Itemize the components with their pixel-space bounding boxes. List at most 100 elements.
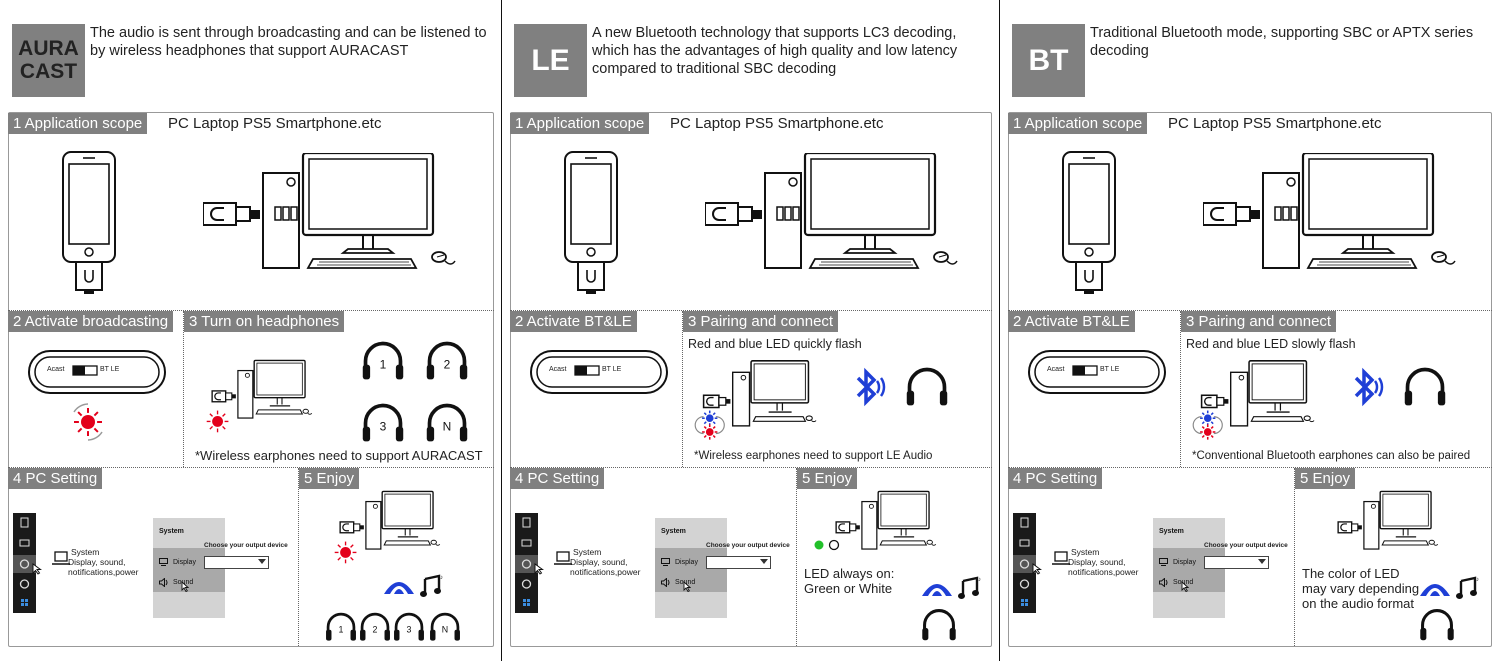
pc-with-red-blue-led-illustration bbox=[686, 357, 836, 450]
scope-text: PC Laptop PS5 Smartphone.etc bbox=[168, 115, 382, 132]
system-description: Display, sound, notifications,power bbox=[68, 557, 139, 577]
cursor-icon bbox=[534, 563, 544, 575]
badge-line: CAST bbox=[19, 59, 78, 83]
step2-header: 2 Activate BT&LE bbox=[510, 311, 637, 332]
svg-text:N: N bbox=[442, 624, 448, 634]
headphone-2: 2 bbox=[424, 338, 470, 389]
desktop-pc-with-dongle-icon bbox=[704, 151, 958, 269]
pc-illustration bbox=[704, 151, 965, 283]
section-divider bbox=[8, 467, 494, 468]
system-label: System bbox=[573, 547, 602, 557]
step5-header: 5 Enjoy bbox=[797, 468, 858, 489]
scope-header: 1 Application scope bbox=[510, 113, 650, 134]
display-item[interactable]: Display bbox=[1173, 559, 1196, 566]
small-pc-with-dongle-icon bbox=[1337, 490, 1439, 550]
small-pc-with-dongle-icon bbox=[694, 360, 817, 440]
section-divider-vertical bbox=[183, 311, 184, 467]
headphone-icon-step5 bbox=[1418, 606, 1456, 649]
laptop-icon bbox=[1052, 551, 1070, 565]
output-device-dropdown[interactable] bbox=[1204, 556, 1269, 569]
mode-switch-device[interactable]: Acast BT LE bbox=[1028, 350, 1166, 394]
music-note-icon: ♪ bbox=[420, 574, 443, 597]
chevron-down-icon bbox=[760, 559, 768, 564]
mode-description: A new Bluetooth technology that supports… bbox=[592, 25, 958, 77]
headphone-icon: 1 bbox=[326, 612, 356, 641]
step3-led-text: Red and blue LED quickly flash bbox=[688, 337, 862, 351]
headphone-1: 1 bbox=[360, 338, 406, 389]
system-label: System bbox=[71, 547, 100, 557]
choose-output-label: Choose your output device bbox=[706, 542, 790, 549]
pointer-cursor-icon bbox=[181, 581, 189, 592]
choose-output-label: Choose your output device bbox=[1204, 542, 1288, 549]
section-divider bbox=[8, 310, 494, 311]
svg-text:N: N bbox=[443, 419, 452, 433]
music-note: ♪ bbox=[958, 575, 982, 606]
section-divider bbox=[510, 467, 992, 468]
instruction-panel bbox=[1008, 112, 1492, 647]
pointer-cursor-icon bbox=[683, 581, 691, 592]
desktop-pc-with-dongle-icon bbox=[202, 151, 456, 269]
mode-switch-device[interactable]: Acast BT LE bbox=[28, 350, 166, 394]
speaker-icon bbox=[1159, 578, 1168, 587]
sound-wave-icon bbox=[384, 582, 414, 594]
output-device-dropdown[interactable] bbox=[204, 556, 269, 569]
small-pc-with-dongle-icon bbox=[1192, 360, 1315, 440]
headphone-3: 3 bbox=[360, 400, 406, 451]
cursor-icon bbox=[1032, 563, 1042, 575]
mode-switch-device[interactable]: Acast BT LE bbox=[530, 350, 668, 394]
output-device-dropdown[interactable] bbox=[706, 556, 771, 569]
headphone-icon: 3 bbox=[394, 612, 424, 641]
section-divider bbox=[510, 310, 992, 311]
display-item[interactable]: Display bbox=[675, 559, 698, 566]
music-note-icon: ♪ bbox=[1456, 576, 1479, 599]
step4-header: 4 PC Setting bbox=[510, 468, 605, 489]
speaker-icon bbox=[661, 578, 670, 587]
scope-text: PC Laptop PS5 Smartphone.etc bbox=[1168, 115, 1382, 132]
switch-label-acast: Acast bbox=[549, 366, 567, 373]
svg-text:3: 3 bbox=[380, 419, 387, 433]
step5-text: LED always on: Green or White bbox=[804, 566, 895, 596]
cursor-icon bbox=[32, 563, 42, 575]
small-pc-with-dongle-icon bbox=[334, 490, 441, 564]
switch-label-bt-le: BT LE bbox=[602, 366, 622, 373]
desktop-pc-with-dongle-icon bbox=[1202, 151, 1456, 269]
sound-wave-icon bbox=[922, 584, 952, 596]
badge-line: LE bbox=[531, 43, 570, 77]
system-panel-title: System bbox=[1159, 528, 1184, 535]
headphone-3: 3 bbox=[392, 610, 426, 649]
section-divider-vertical bbox=[1294, 468, 1295, 646]
windows-start-menu bbox=[515, 513, 538, 613]
bluetooth-icon bbox=[856, 367, 886, 407]
headphone-icon-step5 bbox=[920, 606, 958, 649]
switch-label-acast: Acast bbox=[47, 366, 65, 373]
headphone-icon: N bbox=[426, 403, 468, 442]
badge-line: BT bbox=[1028, 43, 1069, 77]
enjoy-pc-illustration bbox=[1314, 488, 1464, 571]
sound-wave bbox=[920, 576, 954, 603]
step5-header: 5 Enjoy bbox=[1295, 468, 1356, 489]
mode-column-2: BT Traditional Bluetooth mode, supportin… bbox=[1000, 0, 1500, 661]
laptop-icon bbox=[52, 551, 70, 565]
pc-with-red-led-illustration bbox=[188, 357, 338, 440]
led-status-icon bbox=[814, 539, 840, 551]
bluetooth-icon bbox=[1354, 367, 1384, 407]
pc-with-red-blue-led-illustration bbox=[1184, 357, 1334, 450]
mode-badge: LE bbox=[514, 24, 587, 97]
svg-text:2: 2 bbox=[444, 357, 451, 371]
display-icon bbox=[159, 558, 168, 566]
svg-text:♪: ♪ bbox=[1476, 577, 1479, 583]
red-led-flash-icon bbox=[73, 403, 103, 441]
phone-illustration bbox=[60, 150, 120, 305]
headphone-icon: 1 bbox=[362, 341, 404, 380]
mode-badge: BT bbox=[1012, 24, 1085, 97]
switch-label-bt-le: BT LE bbox=[100, 366, 120, 373]
display-icon bbox=[661, 558, 670, 566]
svg-text:1: 1 bbox=[380, 357, 387, 371]
headphone-icon bbox=[906, 367, 948, 406]
laptop-icon bbox=[554, 551, 572, 565]
display-item[interactable]: Display bbox=[173, 559, 196, 566]
scope-header: 1 Application scope bbox=[1008, 113, 1148, 134]
phone-with-dongle-icon bbox=[564, 151, 618, 294]
music-note: ♪ bbox=[1456, 575, 1480, 606]
